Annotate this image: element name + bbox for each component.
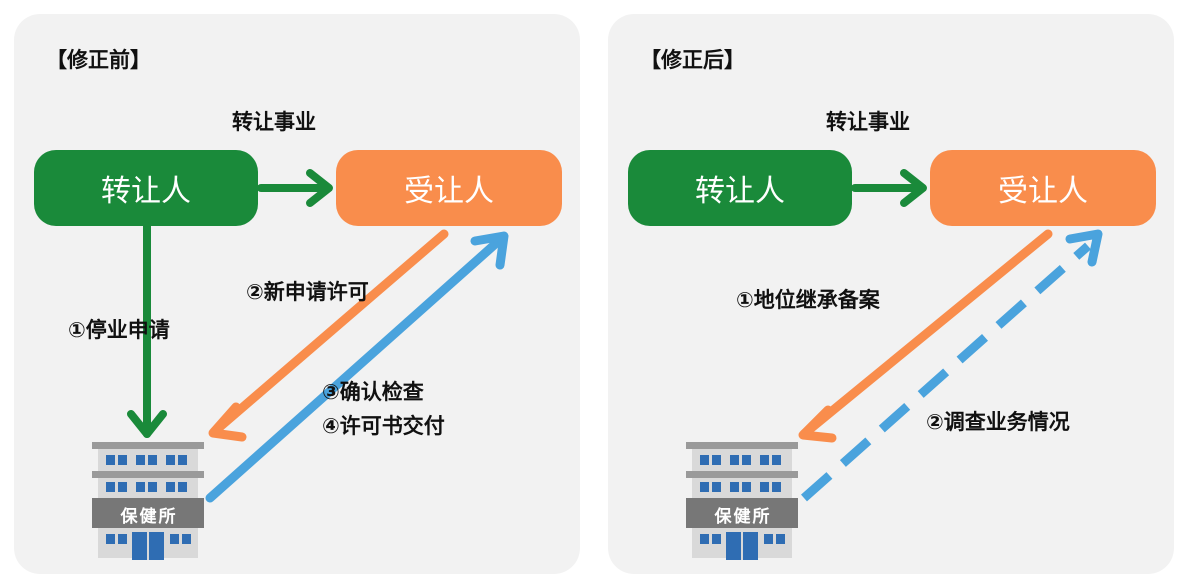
transferee-box: 受让人	[336, 150, 562, 226]
transferee-label: 受让人	[404, 174, 494, 209]
panel-before: 【修正前】 转让事业 转让人 受让人 ②新申请许可 ①停业申请 ③确认检查 ④许…	[14, 14, 580, 574]
step3-label: ③确认检查	[322, 380, 424, 404]
transferee-box: 受让人	[930, 150, 1156, 226]
step1-label: ①地位继承备案	[736, 288, 880, 312]
flow-arrows	[127, 169, 509, 503]
building-sign: 保健所	[120, 507, 178, 527]
step2-arrow	[208, 229, 449, 442]
step2-arrow	[801, 229, 1103, 502]
building-icon	[92, 442, 204, 560]
panel-title: 【修正前】	[46, 48, 151, 72]
panel-title: 【修正后】	[640, 48, 745, 72]
transfer-caption: 转让事业	[232, 110, 316, 134]
step2-label: ②调查业务情况	[926, 410, 1070, 434]
step1-arrow	[798, 229, 1053, 443]
step4-label: ④许可书交付	[322, 414, 445, 438]
health-center-building: 保健所	[90, 442, 210, 564]
transfer-caption: 转让事业	[826, 110, 910, 134]
panel-after: 【修正后】 转让事业 转让人 受让人 ①地位继承备案 ②调查业务情况	[608, 14, 1174, 574]
step2-label: ②新申请许可	[246, 280, 369, 304]
transferee-label: 受让人	[998, 174, 1088, 209]
step3-4-arrow	[205, 231, 509, 503]
building-icon	[686, 442, 798, 560]
health-center-building: 保健所	[684, 442, 804, 564]
transferor-box: 转让人	[628, 150, 852, 226]
step1-arrow	[127, 222, 167, 438]
transferor-label: 转让人	[695, 174, 785, 209]
building-sign: 保健所	[714, 507, 772, 527]
transferor-box: 转让人	[34, 150, 258, 226]
flow-arrows	[798, 169, 1103, 502]
transfer-arrow	[851, 169, 927, 207]
transferor-label: 转让人	[101, 174, 191, 209]
transfer-arrow	[257, 169, 333, 207]
step1-label: ①停业申请	[68, 318, 170, 342]
